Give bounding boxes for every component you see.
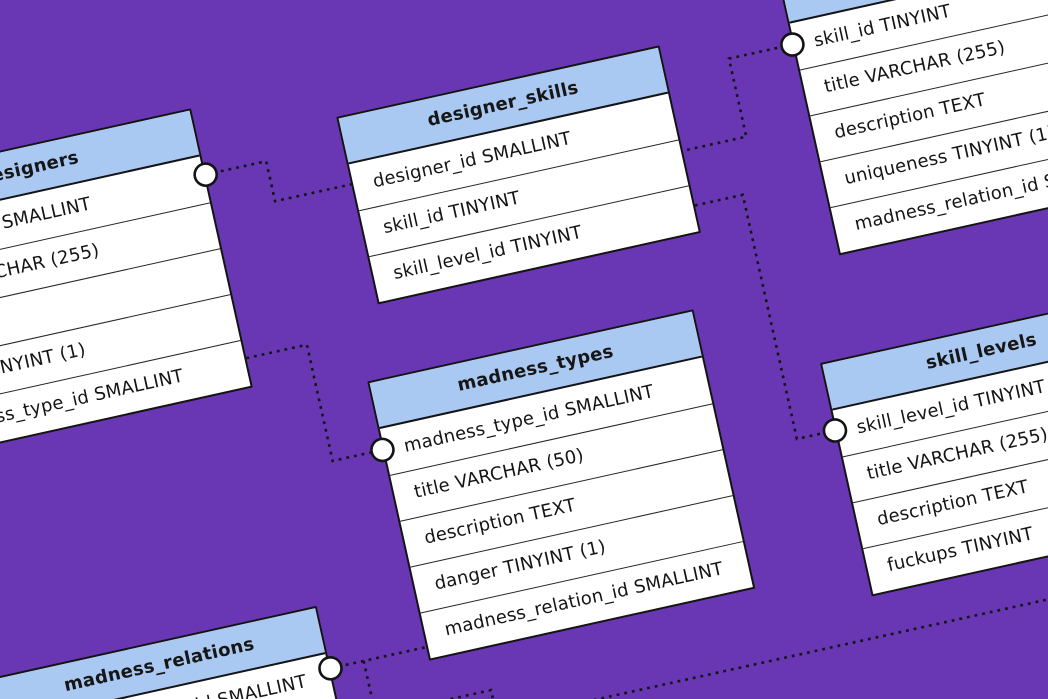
connector-designers-designer_skills: [205, 159, 352, 203]
connector-designers-madness_types: [246, 343, 383, 463]
table-madness_relations[interactable]: madness_relations madness_relation_id SM…: [0, 605, 338, 699]
connector-skills-designer_skills: [682, 43, 793, 153]
db-table-fields: designer_id SMALLINTname VARCHAR (255)ac…: [0, 157, 251, 460]
connector-madness_relations-madness_types: [330, 645, 427, 670]
table-designers[interactable]: designers designer_id SMALLINTname VARCH…: [0, 108, 253, 462]
